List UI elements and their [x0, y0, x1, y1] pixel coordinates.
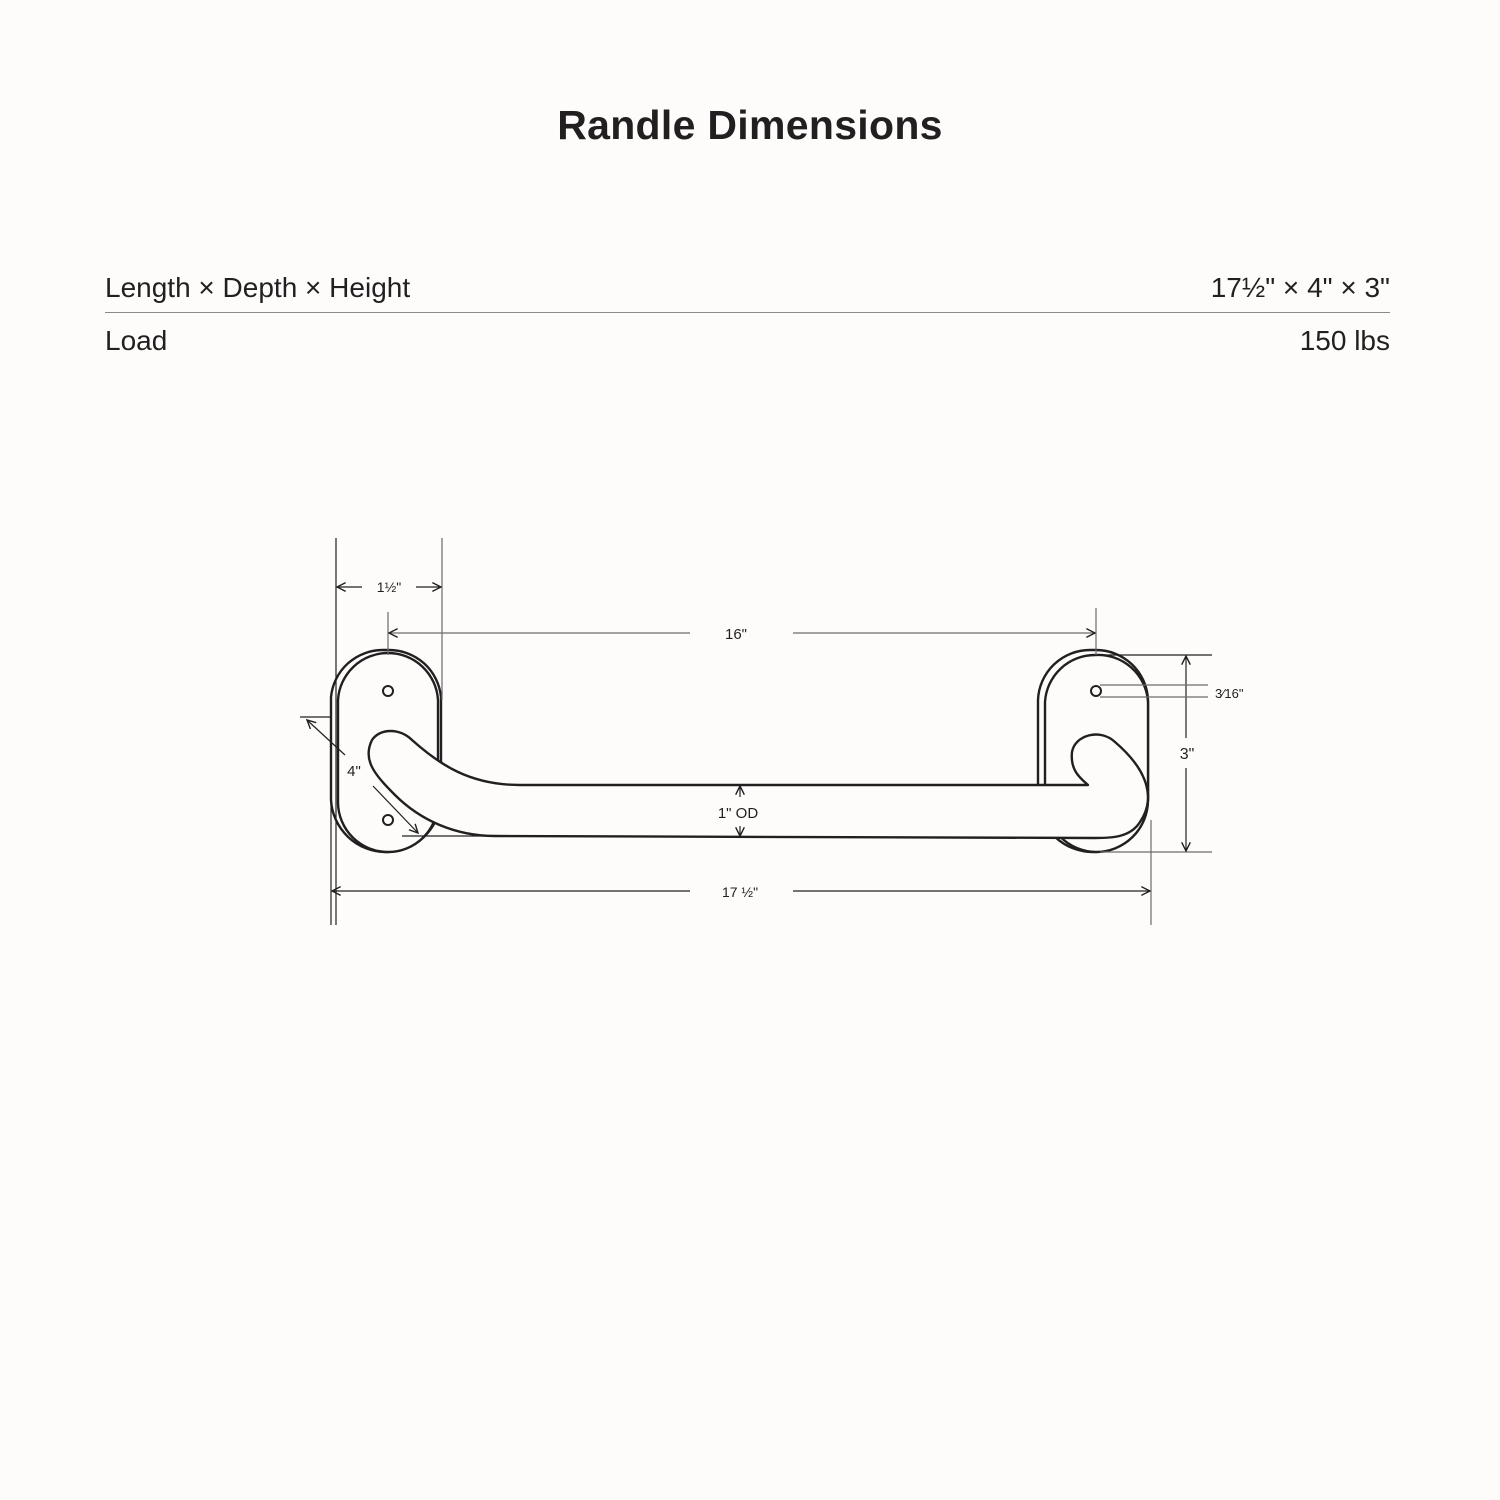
dimension-lines — [300, 538, 1212, 925]
label-tube-diameter: 1" OD — [718, 805, 759, 822]
spec-table: Length × Depth × Height 17½" × 4" × 3" L… — [105, 268, 1390, 365]
screw-hole-icon — [382, 685, 394, 697]
screw-hole-icon — [382, 814, 394, 826]
spec-value-load: 150 lbs — [1299, 325, 1390, 356]
spec-label-load: Load — [105, 325, 168, 356]
label-hole-diameter: 3⁄16" — [1215, 686, 1244, 701]
dimension-labels: 1½" 16" 3⁄16" 3" 4" 1" OD 17 ½" — [347, 579, 1244, 900]
label-overall-length: 17 ½" — [722, 884, 758, 900]
spec-value-dimensions: 17½" × 4" × 3" — [1210, 272, 1390, 303]
page-title: Randle Dimensions — [557, 102, 943, 148]
label-depth: 4" — [347, 763, 361, 780]
label-plate-width: 1½" — [377, 579, 401, 595]
label-center-to-center: 16" — [725, 626, 747, 643]
spec-label-dimensions: Length × Depth × Height — [105, 272, 411, 303]
grab-bar-tube — [367, 729, 1150, 840]
label-plate-height: 3" — [1180, 746, 1195, 763]
spec-row-load: Load 150 lbs — [105, 313, 1390, 365]
screw-hole-icon — [1090, 685, 1102, 697]
spec-row-dimensions: Length × Depth × Height 17½" × 4" × 3" — [105, 268, 1390, 313]
